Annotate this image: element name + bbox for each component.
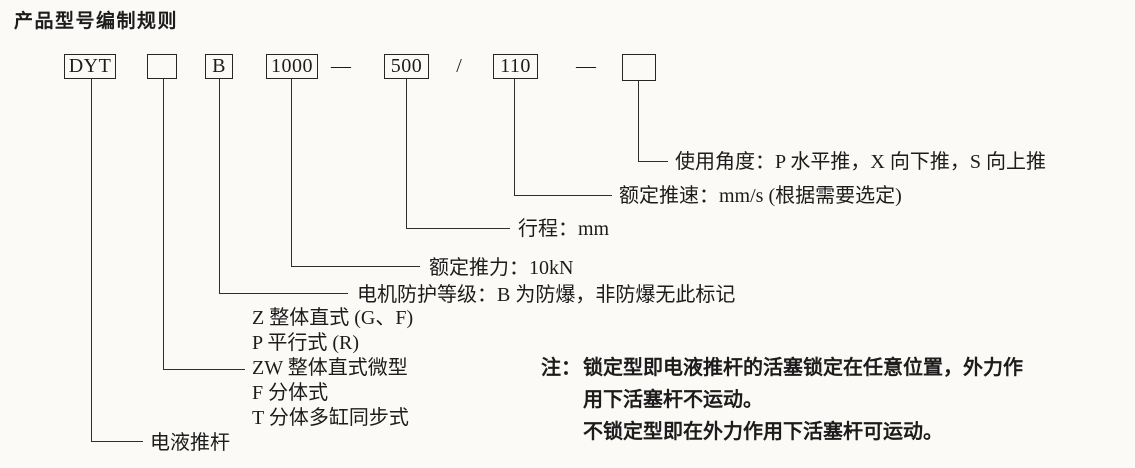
callout-rated-thrust: 额定推力：10kN bbox=[429, 257, 574, 279]
structure-type-options: Z 整体直式 (G、F) P 平行式 (R) ZW 整体直式微型 F 分体式 T… bbox=[252, 306, 413, 431]
callout-stroke: 行程：mm bbox=[518, 218, 610, 240]
connector-line-stroke bbox=[406, 79, 510, 229]
note-line-3: 不锁定型即在外力作用下活塞杆可运动。 bbox=[583, 421, 943, 443]
type-option-p: P 平行式 (R) bbox=[252, 332, 360, 354]
code-box-series: DYT bbox=[64, 54, 116, 79]
type-option-f: F 分体式 bbox=[252, 382, 329, 404]
note-line-1: 锁定型即电液推杆的活塞锁定在任意位置，外力作 bbox=[583, 357, 1023, 379]
page-title: 产品型号编制规则 bbox=[14, 11, 179, 32]
connector-line-usage-angle bbox=[638, 81, 668, 162]
note-body: 锁定型即电液推杆的活塞锁定在任意位置，外力作 用下活塞杆不运动。 不锁定型即在外… bbox=[583, 352, 1023, 448]
type-option-t: T 分体多缸同步式 bbox=[252, 407, 409, 429]
connector-line-rated-thrust bbox=[291, 79, 420, 267]
note-prefix: 注： bbox=[541, 357, 581, 379]
code-box-structure-type bbox=[147, 54, 177, 79]
type-option-z: Z 整体直式 (G、F) bbox=[252, 307, 414, 329]
slash-separator: / bbox=[456, 55, 462, 77]
type-option-zw: ZW 整体直式微型 bbox=[252, 357, 408, 379]
dash-separator-2: — bbox=[576, 55, 596, 77]
code-box-stroke: 500 bbox=[384, 54, 429, 79]
code-box-usage-angle bbox=[622, 54, 656, 81]
note-line-2: 用下活塞杆不运动。 bbox=[583, 389, 763, 411]
connector-line-motor-protection bbox=[219, 79, 348, 294]
code-box-motor-protection: B bbox=[205, 54, 233, 79]
connector-line-structure-type bbox=[163, 79, 245, 370]
callout-motor-protection: 电机防护等级：B 为防爆，非防爆无此标记 bbox=[357, 284, 736, 306]
callout-usage-angle: 使用角度：P 水平推，X 向下推，S 向上推 bbox=[675, 151, 1046, 173]
connector-line-rated-speed bbox=[514, 79, 612, 196]
code-box-rated-thrust: 1000 bbox=[266, 54, 318, 79]
note-block: 注： 锁定型即电液推杆的活塞锁定在任意位置，外力作 用下活塞杆不运动。 不锁定型… bbox=[541, 352, 1023, 448]
connector-line-product-name bbox=[91, 79, 143, 442]
code-box-rated-speed: 110 bbox=[493, 54, 538, 79]
callout-product-name: 电液推杆 bbox=[150, 432, 230, 454]
dash-separator-1: — bbox=[331, 55, 351, 77]
callout-rated-speed: 额定推速：mm/s (根据需要选定) bbox=[619, 185, 902, 207]
